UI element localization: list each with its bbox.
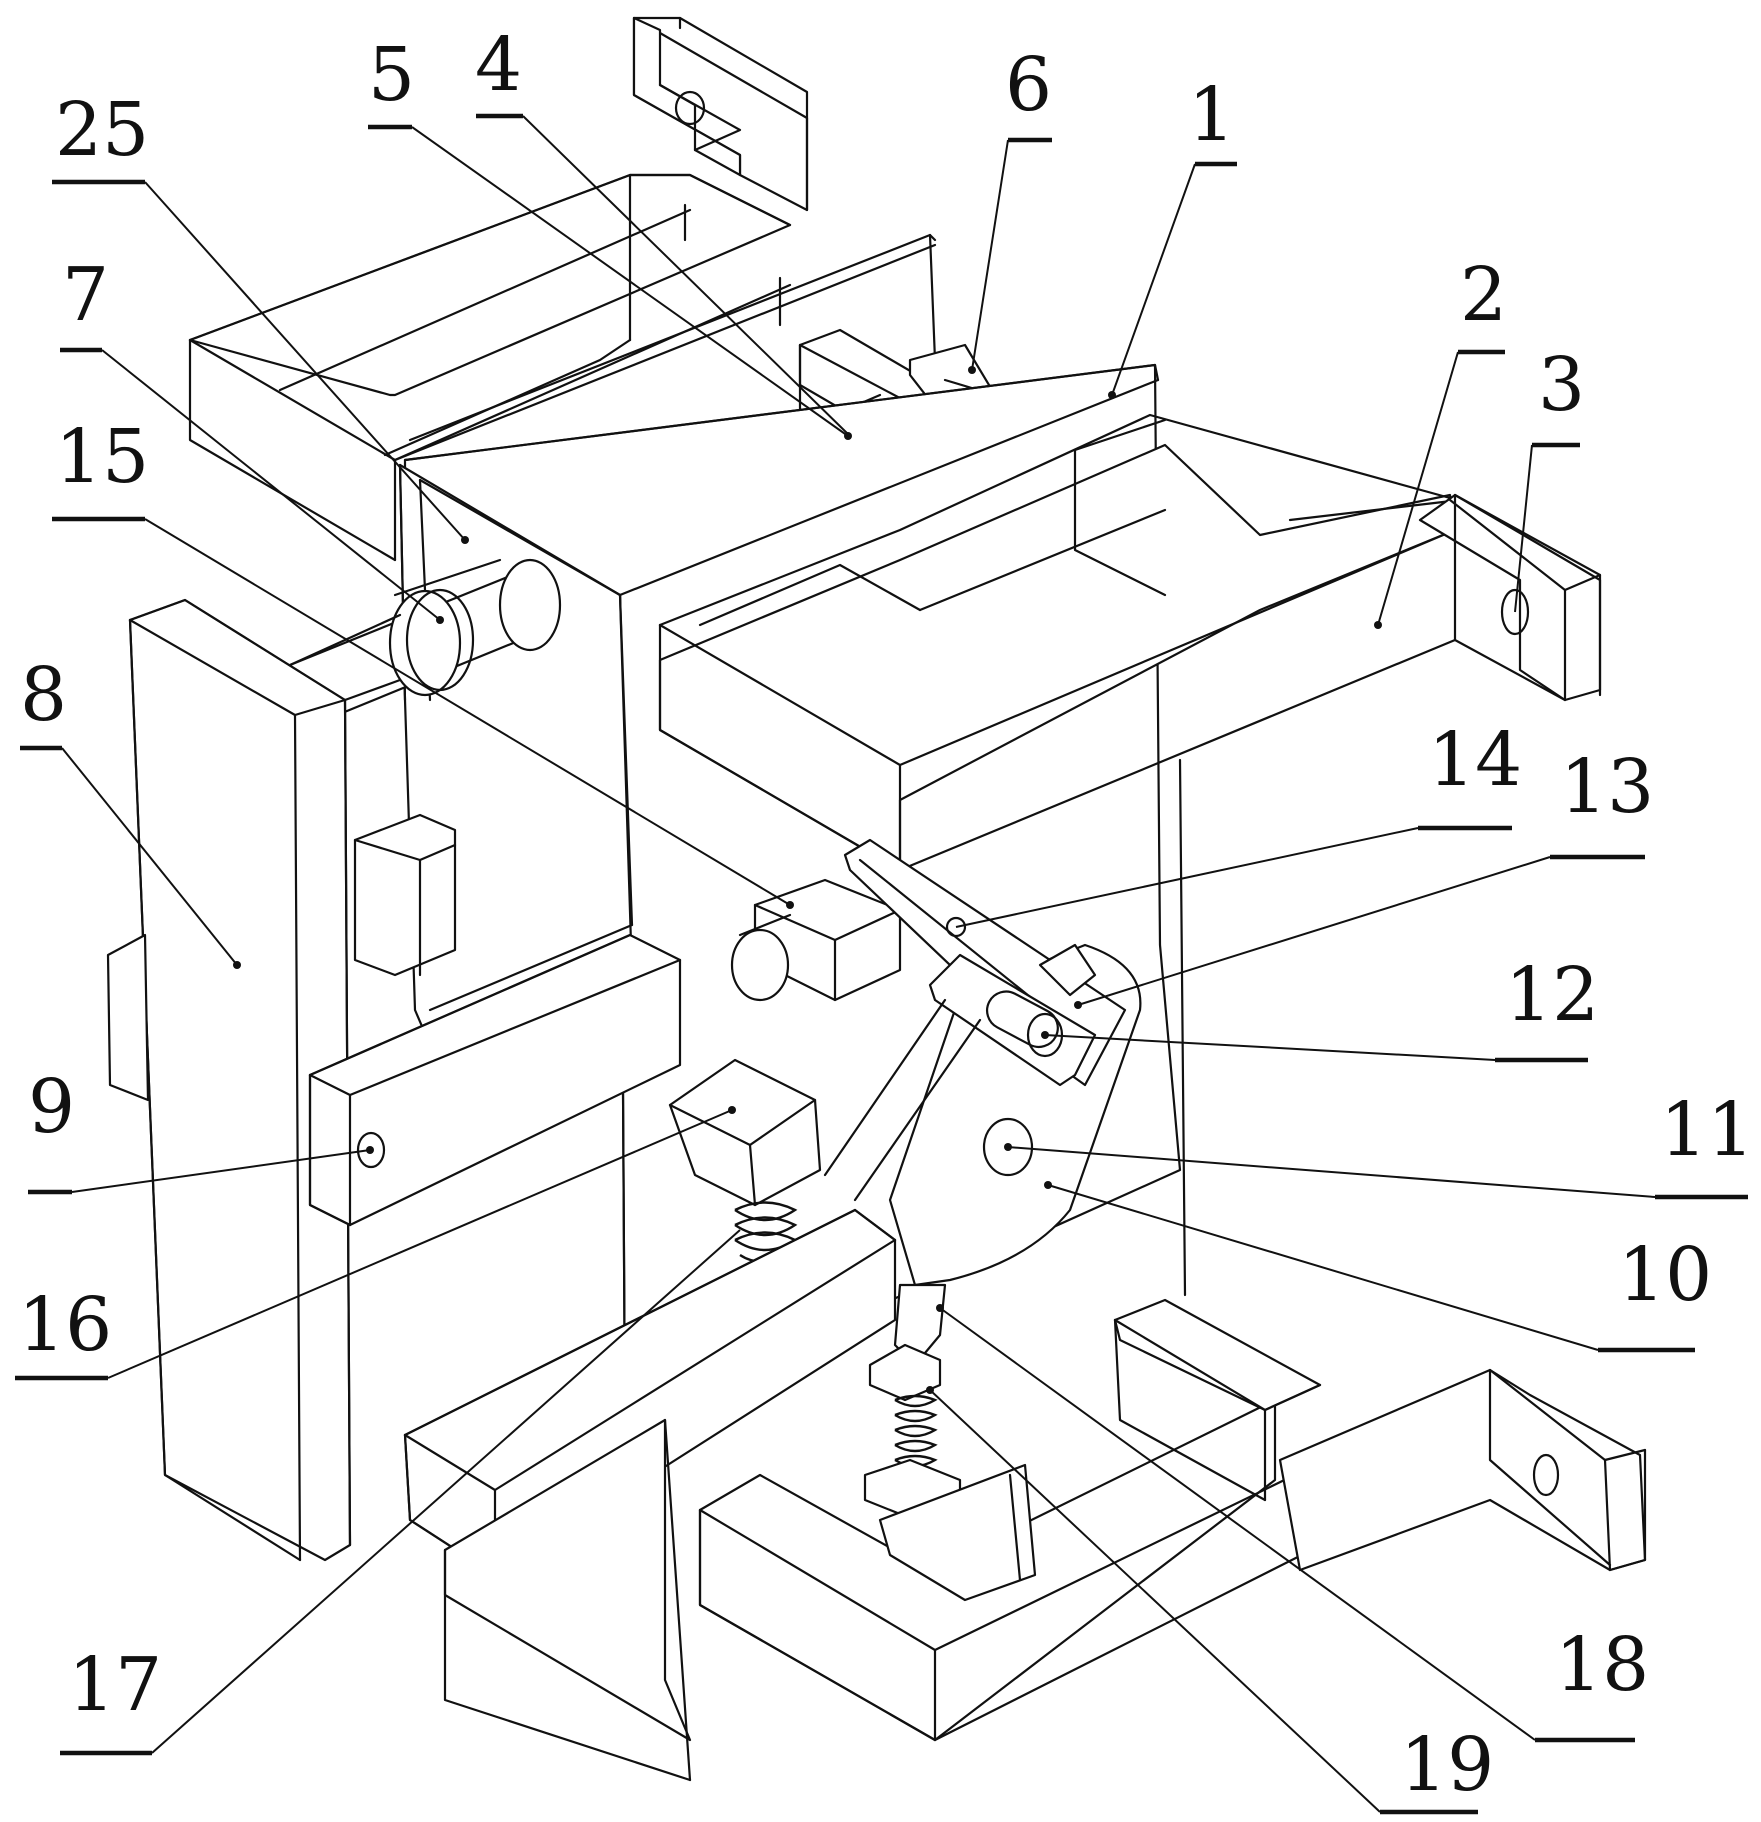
callout-label: 7 bbox=[62, 252, 109, 338]
callout-2: 2 bbox=[1374, 252, 1507, 629]
plunger-assembly-19 bbox=[863, 1283, 1037, 1602]
callout-label: 2 bbox=[1460, 252, 1507, 338]
callout-label: 8 bbox=[20, 652, 67, 738]
callout-7: 7 bbox=[60, 252, 444, 624]
leader-line bbox=[144, 518, 791, 906]
leader-dot bbox=[366, 1146, 374, 1154]
leader-line bbox=[522, 115, 851, 437]
upper-mounting-arm-3 bbox=[1418, 493, 1602, 702]
leader-line bbox=[1044, 1034, 1496, 1061]
leader-dot bbox=[936, 1304, 944, 1312]
leader-line bbox=[61, 747, 238, 966]
lower-diagonal-beam-17 bbox=[403, 1208, 897, 1577]
leader-line bbox=[151, 1229, 741, 1754]
callout-label: 14 bbox=[1428, 717, 1522, 803]
leader-dot bbox=[1004, 1143, 1012, 1151]
callout-18: 18 bbox=[936, 1304, 1649, 1743]
leader-line bbox=[144, 181, 466, 541]
callout-label: 10 bbox=[1618, 1232, 1712, 1318]
leader-dot bbox=[436, 616, 444, 624]
callout-label: 5 bbox=[368, 32, 415, 118]
callout-label: 18 bbox=[1555, 1622, 1649, 1708]
callout-label: 6 bbox=[1005, 42, 1052, 128]
callout-9: 9 bbox=[28, 1064, 374, 1195]
leader-dot bbox=[1074, 1001, 1082, 1009]
leader-line bbox=[1047, 1184, 1599, 1351]
leader-dot bbox=[233, 961, 241, 969]
leader-line bbox=[1077, 856, 1551, 1006]
callout-label: 11 bbox=[1660, 1087, 1754, 1173]
callout-8: 8 bbox=[20, 652, 241, 969]
top-rear-mounting-bracket bbox=[632, 16, 809, 212]
leader-line bbox=[411, 126, 849, 437]
connecting-link bbox=[823, 998, 982, 1202]
callout-label: 16 bbox=[18, 1282, 112, 1368]
callout-label: 3 bbox=[1538, 342, 1585, 428]
callout-11: 11 bbox=[1004, 1087, 1754, 1200]
callout-19: 19 bbox=[926, 1386, 1494, 1815]
callout-1: 1 bbox=[1108, 72, 1237, 399]
middle-crossbar-9 bbox=[308, 933, 682, 1227]
callout-label: 17 bbox=[68, 1642, 162, 1728]
callout-17: 17 bbox=[60, 1229, 741, 1756]
lower-right-block bbox=[1113, 1298, 1322, 1502]
leader-dot bbox=[1044, 1181, 1052, 1189]
callout-5: 5 bbox=[368, 32, 852, 440]
leader-dot bbox=[728, 1106, 736, 1114]
leader-dot bbox=[844, 432, 852, 440]
bracket-hole bbox=[674, 90, 706, 126]
callout-4: 4 bbox=[475, 22, 851, 437]
leader-line bbox=[955, 827, 1419, 928]
leader-line bbox=[71, 1149, 371, 1193]
callout-6: 6 bbox=[968, 42, 1052, 374]
leader-dot bbox=[461, 536, 469, 544]
callout-label: 9 bbox=[28, 1064, 75, 1150]
callout-15: 15 bbox=[52, 414, 794, 909]
drive-shaft bbox=[288, 613, 457, 977]
pivot-hole-11 bbox=[982, 1117, 1034, 1177]
leader-line bbox=[971, 139, 1009, 371]
leader-dot bbox=[926, 1386, 934, 1394]
leader-line bbox=[1111, 163, 1196, 396]
leader-line bbox=[939, 1307, 1536, 1741]
callout-16: 16 bbox=[15, 1106, 736, 1381]
leader-line bbox=[107, 1109, 733, 1379]
callout-label: 4 bbox=[475, 22, 522, 108]
callout-label: 25 bbox=[55, 87, 149, 173]
lower-mounting-arm bbox=[1278, 1368, 1647, 1572]
callout-14: 14 bbox=[955, 717, 1522, 928]
callout-12: 12 bbox=[1041, 952, 1599, 1063]
callout-3: 3 bbox=[1514, 342, 1585, 613]
leader-line bbox=[1007, 1146, 1656, 1198]
callout-label: 13 bbox=[1560, 744, 1654, 830]
left-upright-8 bbox=[106, 598, 352, 1562]
leader-dot bbox=[786, 901, 794, 909]
callout-label: 12 bbox=[1505, 952, 1599, 1038]
leader-line bbox=[1377, 351, 1459, 626]
leader-dot bbox=[1041, 1031, 1049, 1039]
actuator-block-15 bbox=[730, 878, 902, 1002]
leader-dot bbox=[1108, 391, 1116, 399]
arm-hole bbox=[1500, 588, 1530, 636]
callout-13: 13 bbox=[1074, 744, 1654, 1009]
crossbar-hole bbox=[356, 1131, 386, 1169]
upper-cross-beam-2 bbox=[658, 413, 1462, 872]
leader-dot bbox=[968, 366, 976, 374]
callout-label: 15 bbox=[55, 414, 149, 500]
spring-block-16 bbox=[668, 1058, 822, 1263]
leader-line bbox=[929, 1389, 1381, 1813]
callout-label: 19 bbox=[1400, 1722, 1494, 1808]
pin-14 bbox=[945, 916, 967, 938]
callout-10: 10 bbox=[1044, 1181, 1712, 1353]
leader-dot bbox=[1374, 621, 1382, 629]
callout-25: 25 bbox=[52, 87, 469, 544]
callout-label: 1 bbox=[1188, 72, 1235, 158]
leader-line bbox=[101, 349, 441, 621]
leader-line bbox=[1514, 444, 1533, 613]
lower-arm-hole bbox=[1532, 1453, 1560, 1497]
